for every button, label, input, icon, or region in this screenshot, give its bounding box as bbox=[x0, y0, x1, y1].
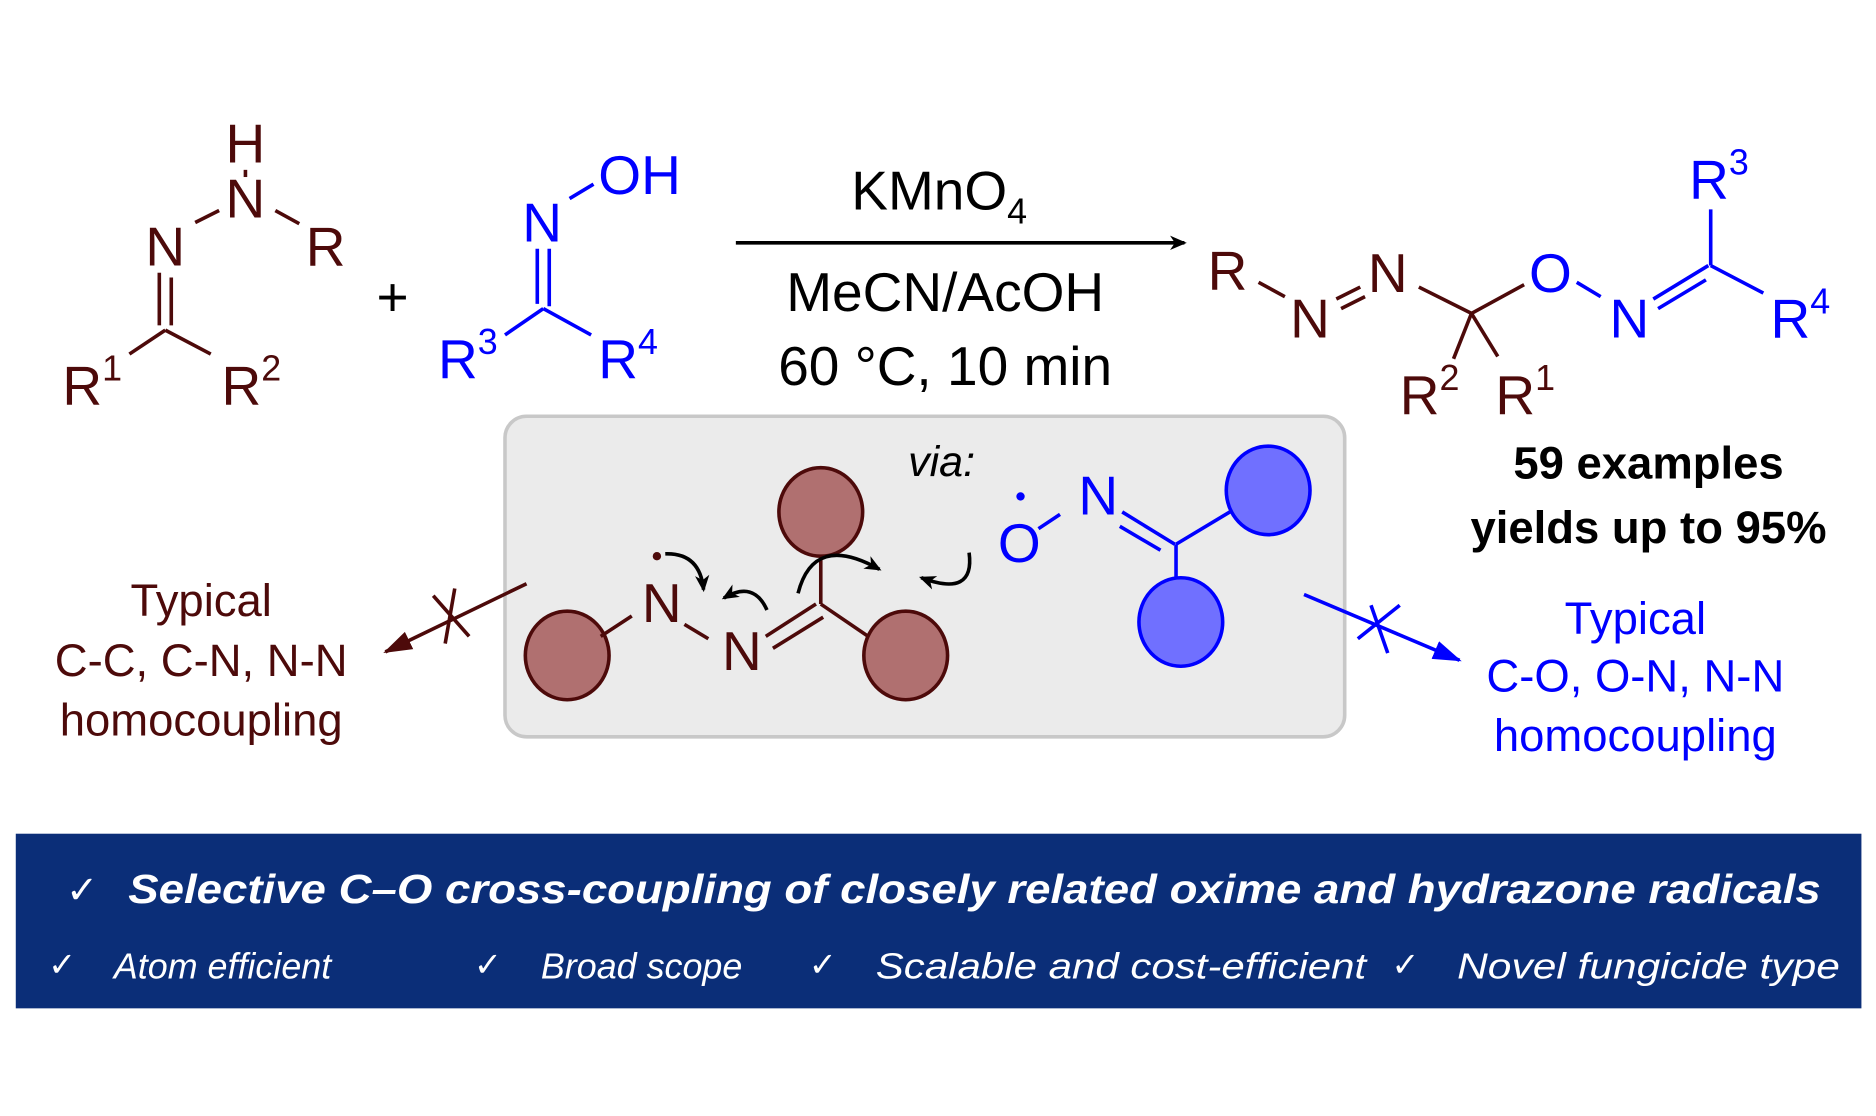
substituent-circle bbox=[1137, 575, 1225, 669]
substituent-r: R bbox=[1208, 239, 1248, 301]
radical-dot bbox=[652, 552, 662, 561]
blocked-arrow bbox=[383, 582, 528, 654]
check-icon: ✓ bbox=[809, 947, 837, 984]
substituent-circle bbox=[777, 465, 865, 558]
radical-dot bbox=[1016, 492, 1025, 501]
yield-summary: yields up to 95% bbox=[1470, 502, 1826, 553]
feature-item: Scalable and cost-efficient bbox=[876, 946, 1369, 986]
substituent-r3: R3 bbox=[438, 322, 498, 390]
atom-o: O bbox=[1529, 242, 1572, 304]
temperature-time: 60 °C, 10 min bbox=[778, 335, 1112, 397]
atom-h: H bbox=[226, 113, 266, 175]
examples-count: 59 examples bbox=[1513, 437, 1783, 488]
substituent-r4: R4 bbox=[598, 322, 658, 390]
atom-n-radical: N bbox=[642, 572, 682, 634]
note-line: C-O, O-N, N-N bbox=[1486, 650, 1784, 701]
atom-n: N bbox=[1078, 464, 1118, 526]
substituent-r1: R1 bbox=[62, 348, 122, 416]
note-line: Typical bbox=[130, 575, 271, 626]
blocked-hydrazone-homocoupling: Typical C-C, C-N, N-N homocoupling bbox=[55, 575, 528, 746]
bond bbox=[128, 328, 167, 356]
blocked-oxime-homocoupling: Typical C-O, O-N, N-N homocoupling bbox=[1303, 592, 1784, 761]
note-line: C-C, C-N, N-N bbox=[55, 635, 348, 686]
note-line: Typical bbox=[1565, 593, 1706, 644]
solvent: MeCN/AcOH bbox=[786, 261, 1104, 323]
atom-n: N bbox=[1368, 242, 1408, 304]
substituent-r: R bbox=[306, 216, 346, 278]
electron-arrow bbox=[919, 552, 972, 590]
feature-item: Broad scope bbox=[541, 946, 742, 986]
electron-arrow bbox=[721, 584, 769, 611]
substituent-r4: R4 bbox=[1771, 281, 1831, 349]
feature-item: Atom efficient bbox=[112, 946, 333, 986]
substituent-r2: R2 bbox=[1400, 358, 1460, 426]
hydrazone-reactant: H N N R R1 R2 bbox=[62, 113, 345, 417]
atom-n: N bbox=[522, 192, 562, 254]
substituent-r1: R1 bbox=[1495, 358, 1555, 426]
bond bbox=[274, 208, 301, 226]
feature-item: Novel fungicide type bbox=[1457, 946, 1840, 986]
check-icon: ✓ bbox=[66, 869, 98, 912]
via-label: via: bbox=[908, 438, 975, 486]
cross-mark bbox=[1356, 603, 1401, 641]
atom-o-radical: O bbox=[998, 512, 1041, 574]
atom-n: N bbox=[226, 168, 266, 230]
plus-sign: + bbox=[376, 266, 408, 328]
atom-n: N bbox=[1290, 287, 1330, 349]
electron-arrow bbox=[796, 553, 882, 594]
check-icon: ✓ bbox=[48, 947, 76, 984]
atom-n: N bbox=[722, 620, 762, 682]
mechanism-box: via: N N O N bbox=[503, 414, 1347, 739]
check-icon: ✓ bbox=[1391, 947, 1419, 984]
substituent-r2: R2 bbox=[222, 348, 282, 416]
note-line: homocoupling bbox=[60, 695, 343, 746]
bond bbox=[164, 328, 212, 356]
bond bbox=[194, 208, 220, 225]
electron-arrow bbox=[665, 552, 710, 593]
headline: Selective C–O cross-coupling of closely … bbox=[128, 866, 1821, 912]
reaction-conditions: KMnO4 MeCN/AcOH 60 °C, 10 min bbox=[735, 159, 1187, 397]
oxime-reactant: N OH R3 R4 bbox=[438, 144, 681, 390]
highlights-banner: ✓ Selective C–O cross-coupling of closel… bbox=[15, 833, 1862, 1009]
substituent-circle bbox=[1224, 444, 1312, 537]
substituent-circle bbox=[862, 609, 950, 702]
product: R N N O N R3 R4 R2 R1 bbox=[1208, 143, 1831, 426]
bond bbox=[568, 182, 595, 201]
substituent-r3: R3 bbox=[1689, 143, 1749, 211]
blocked-arrow bbox=[1303, 592, 1462, 662]
atom-n: N bbox=[1610, 287, 1650, 349]
substituent-circle bbox=[523, 609, 611, 702]
reagent: KMnO4 bbox=[851, 159, 1027, 231]
atom-n: N bbox=[145, 216, 185, 278]
note-line: homocoupling bbox=[1494, 710, 1777, 761]
check-icon: ✓ bbox=[474, 947, 502, 984]
hydroxyl-oh: OH bbox=[598, 144, 681, 206]
